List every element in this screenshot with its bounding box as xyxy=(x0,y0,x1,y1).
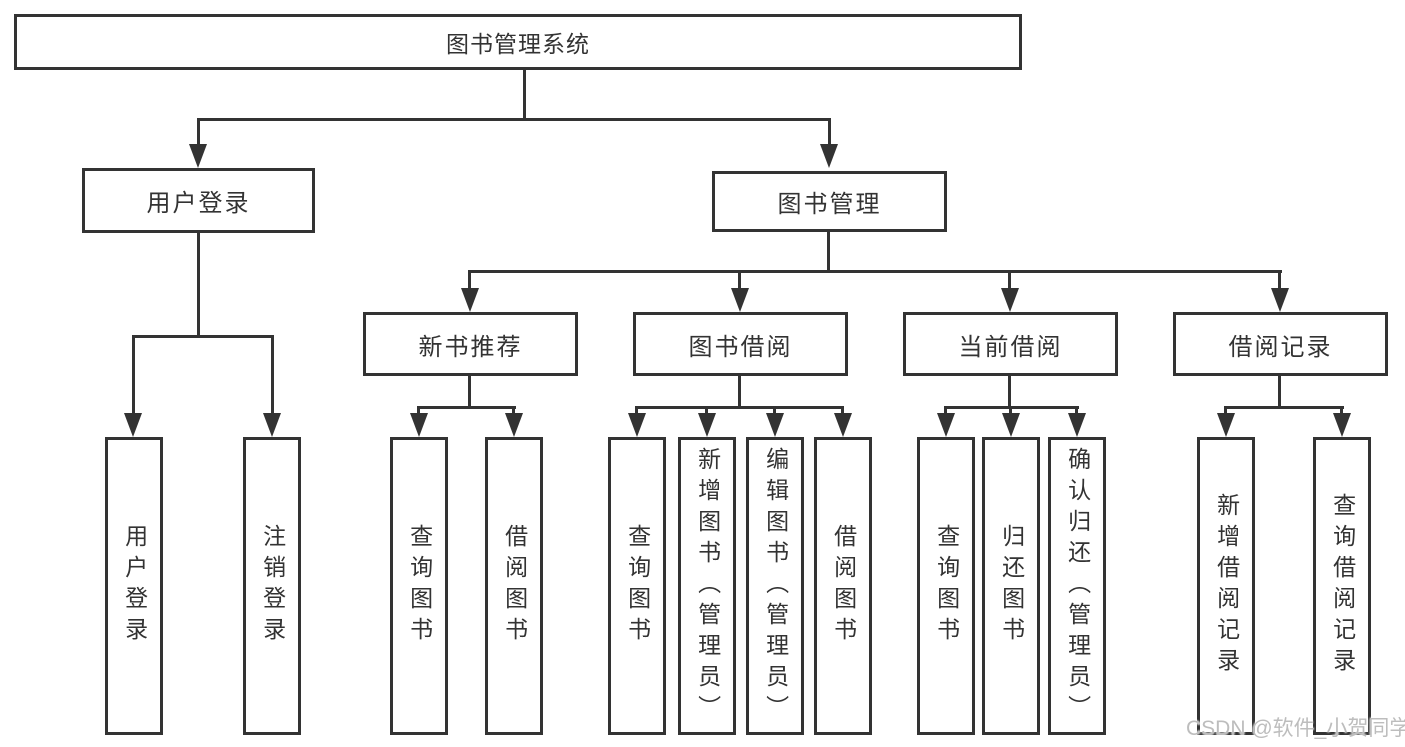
arrow-down-icon xyxy=(628,413,646,437)
connector xyxy=(635,406,844,409)
leaf-add-book-admin: 新增图书（管理员） xyxy=(678,437,736,735)
leaf-return-book: 归还图书 xyxy=(982,437,1040,735)
connector xyxy=(468,270,1282,273)
node-book-management: 图书管理 xyxy=(712,171,947,232)
node-user-login-label: 用户登录 xyxy=(146,190,251,217)
arrow-down-icon xyxy=(766,413,784,437)
node-user-login: 用户登录 xyxy=(82,168,315,233)
connector xyxy=(1008,270,1011,288)
leaf-newbook-borrow-label: 借阅图书 xyxy=(501,524,528,648)
arrow-down-icon xyxy=(698,413,716,437)
connector xyxy=(523,70,526,118)
leaf-query-borrow-record: 查询借阅记录 xyxy=(1313,437,1371,735)
connector xyxy=(1009,406,1012,413)
arrow-down-icon xyxy=(505,413,523,437)
arrow-down-icon xyxy=(834,413,852,437)
connector xyxy=(468,376,471,406)
arrow-down-icon xyxy=(731,288,749,312)
leaf-logout-label: 注销登录 xyxy=(259,524,286,648)
leaf-query-borrow-record-label: 查询借阅记录 xyxy=(1329,493,1356,679)
arrow-down-icon xyxy=(1271,288,1289,312)
arrow-down-icon xyxy=(1002,413,1020,437)
node-book-borrow: 图书借阅 xyxy=(633,312,848,376)
connector xyxy=(512,406,515,413)
connector xyxy=(635,406,638,413)
arrow-down-icon xyxy=(1068,413,1086,437)
leaf-borrow-book-label: 借阅图书 xyxy=(830,524,857,648)
leaf-add-book-admin-label: 新增图书（管理员） xyxy=(694,446,721,726)
connector xyxy=(705,406,708,413)
connector xyxy=(197,118,831,121)
arrow-down-icon xyxy=(820,144,838,168)
connector xyxy=(1075,406,1078,413)
arrow-down-icon xyxy=(1217,413,1235,437)
connector xyxy=(197,233,200,335)
leaf-user-login-label: 用户登录 xyxy=(121,524,148,648)
node-library-system: 图书管理系统 xyxy=(14,14,1022,70)
leaf-current-query: 查询图书 xyxy=(917,437,975,735)
connector xyxy=(1224,406,1344,409)
leaf-current-query-label: 查询图书 xyxy=(933,524,960,648)
connector xyxy=(828,118,831,144)
leaf-confirm-return-admin: 确认归还（管理员） xyxy=(1048,437,1106,735)
node-book-management-label: 图书管理 xyxy=(777,191,882,218)
arrow-down-icon xyxy=(189,144,207,168)
connector xyxy=(1008,376,1011,406)
connector xyxy=(417,406,516,409)
leaf-add-borrow-record-label: 新增借阅记录 xyxy=(1213,493,1240,679)
node-new-book-recommend-label: 新书推荐 xyxy=(418,333,523,361)
leaf-newbook-query-label: 查询图书 xyxy=(406,524,433,648)
leaf-borrow-query-label: 查询图书 xyxy=(624,524,651,648)
node-book-borrow-label: 图书借阅 xyxy=(688,333,793,361)
connector xyxy=(944,406,947,413)
leaf-add-borrow-record: 新增借阅记录 xyxy=(1197,437,1255,735)
leaf-user-login: 用户登录 xyxy=(105,437,163,735)
arrow-down-icon xyxy=(937,413,955,437)
connector xyxy=(738,270,741,288)
node-borrow-record: 借阅记录 xyxy=(1173,312,1388,376)
connector xyxy=(1224,406,1227,413)
arrow-down-icon xyxy=(410,413,428,437)
node-library-system-label: 图书管理系统 xyxy=(446,31,590,57)
arrow-down-icon xyxy=(124,413,142,437)
connector xyxy=(1278,270,1281,288)
arrow-down-icon xyxy=(461,288,479,312)
connector xyxy=(841,406,844,413)
leaf-newbook-query: 查询图书 xyxy=(390,437,448,735)
connector xyxy=(417,406,420,413)
leaf-edit-book-admin-label: 编辑图书（管理员） xyxy=(762,446,789,726)
leaf-return-book-label: 归还图书 xyxy=(998,524,1025,648)
leaf-borrow-query: 查询图书 xyxy=(608,437,666,735)
connector xyxy=(738,376,741,406)
connector xyxy=(1340,406,1343,413)
connector xyxy=(132,335,274,338)
connector xyxy=(271,335,274,413)
connector xyxy=(468,270,471,288)
node-new-book-recommend: 新书推荐 xyxy=(363,312,578,376)
connector xyxy=(132,335,135,413)
leaf-borrow-book: 借阅图书 xyxy=(814,437,872,735)
connector xyxy=(773,406,776,413)
node-borrow-record-label: 借阅记录 xyxy=(1228,333,1333,361)
connector xyxy=(1278,376,1281,406)
arrow-down-icon xyxy=(1001,288,1019,312)
arrow-down-icon xyxy=(263,413,281,437)
leaf-confirm-return-admin-label: 确认归还（管理员） xyxy=(1064,446,1091,726)
leaf-edit-book-admin: 编辑图书（管理员） xyxy=(746,437,804,735)
node-current-borrow: 当前借阅 xyxy=(903,312,1118,376)
leaf-logout: 注销登录 xyxy=(243,437,301,735)
leaf-newbook-borrow: 借阅图书 xyxy=(485,437,543,735)
node-current-borrow-label: 当前借阅 xyxy=(958,333,1063,361)
connector xyxy=(827,232,830,272)
connector xyxy=(197,118,200,144)
csdn-watermark: CSDN @软件_小贺同学 xyxy=(1186,717,1405,740)
arrow-down-icon xyxy=(1333,413,1351,437)
